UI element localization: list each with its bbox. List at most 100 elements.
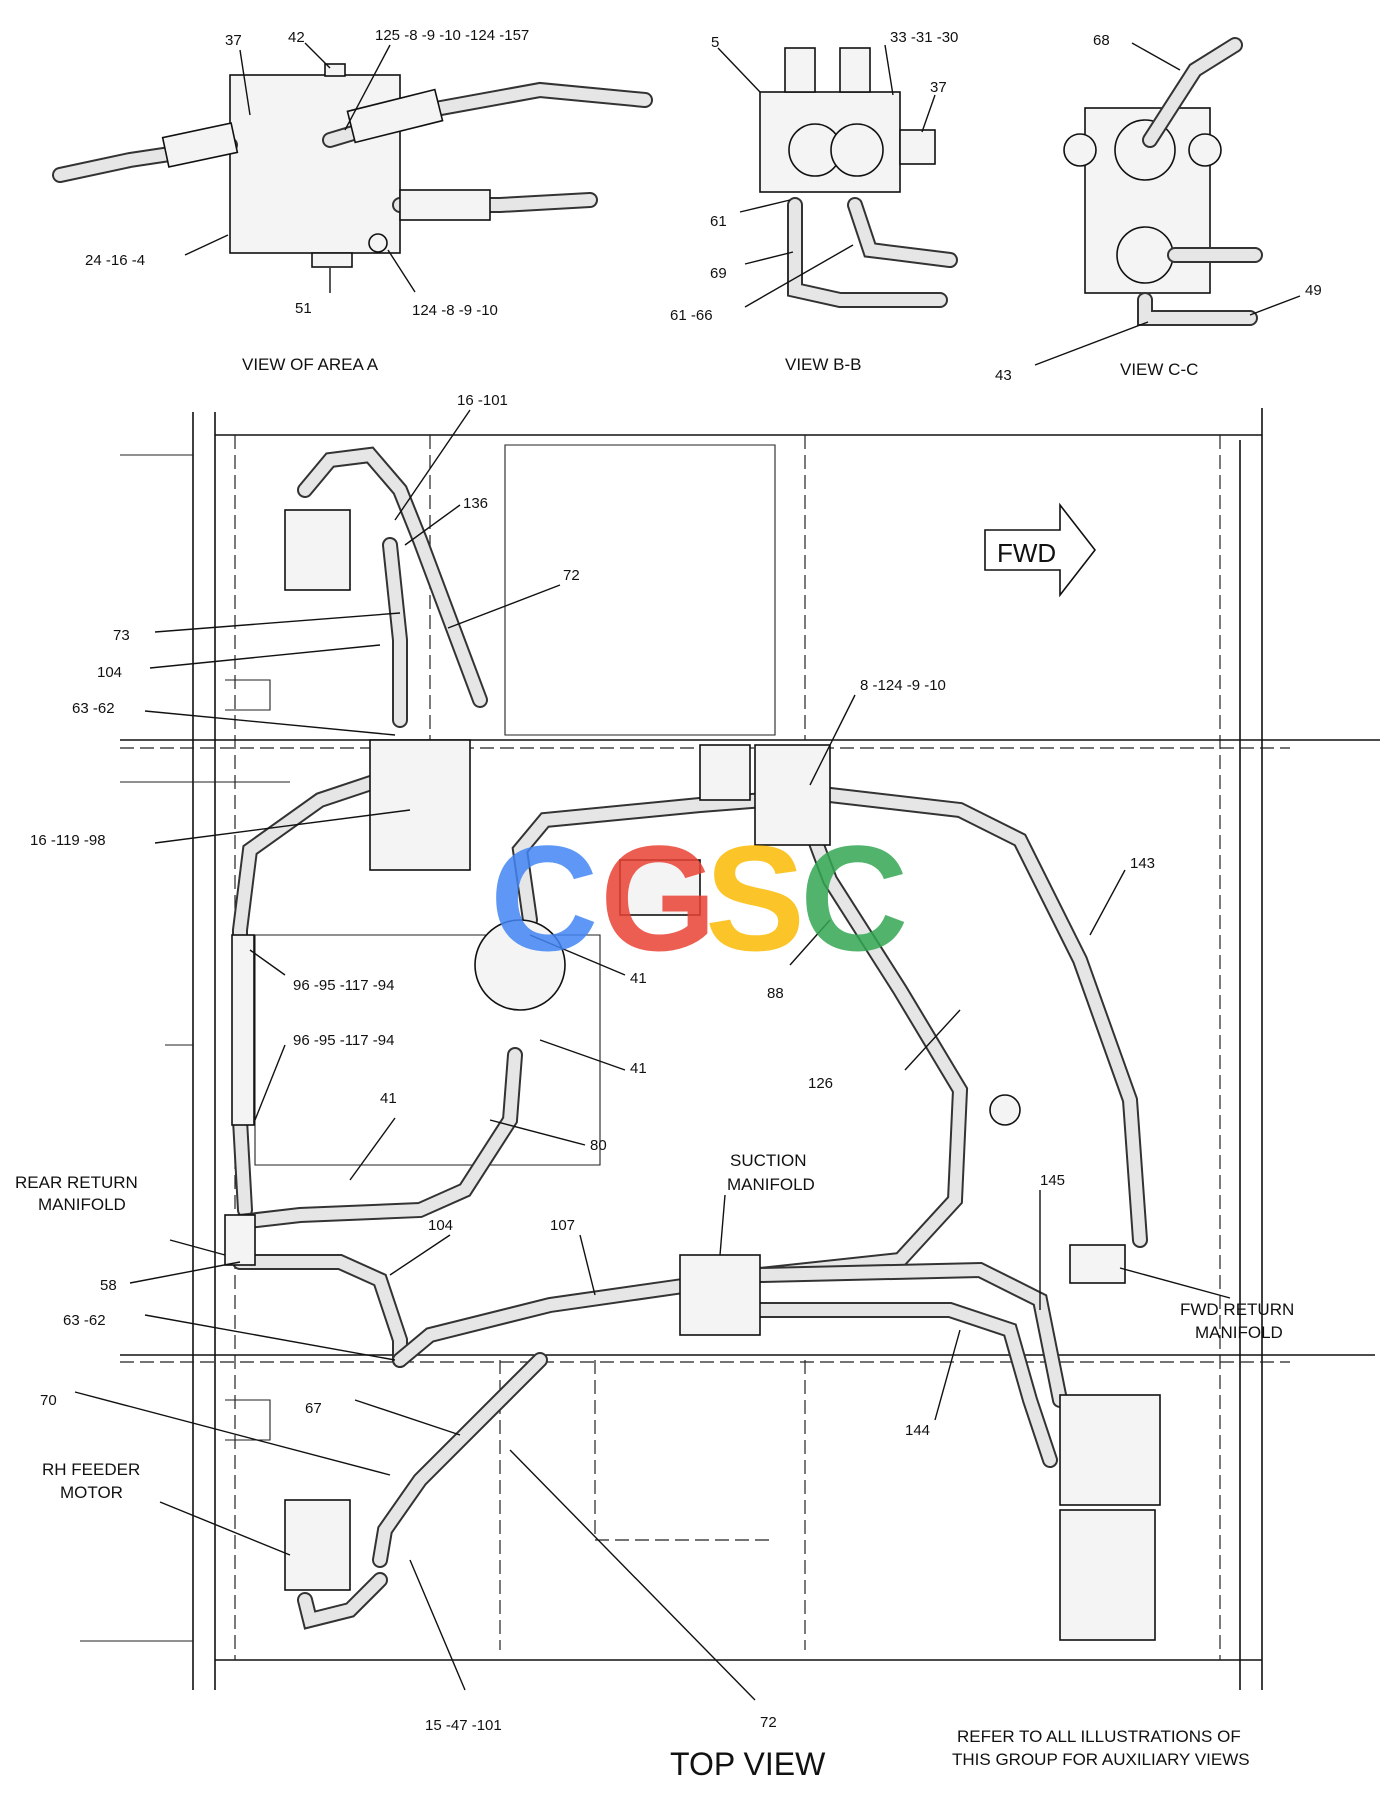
area-a-valve-block bbox=[229, 74, 401, 254]
callout-61-66: 61 -66 bbox=[670, 307, 713, 324]
callout-41-c: 41 bbox=[380, 1090, 397, 1107]
callout-107: 107 bbox=[550, 1217, 575, 1234]
area-a-bottom-port bbox=[311, 252, 353, 268]
callout-72-upper: 72 bbox=[563, 567, 580, 584]
callout-41-a: 41 bbox=[630, 970, 647, 987]
component-labels: SUCTION MANIFOLD REAR RETURN MANIFOLD FW… bbox=[15, 1151, 1294, 1502]
view-b-b-title: VIEW B-B bbox=[785, 355, 862, 374]
b-b-port-right bbox=[830, 123, 884, 177]
fwd-return-manifold-block bbox=[1069, 1244, 1126, 1284]
callout-61: 61 bbox=[710, 213, 727, 230]
c-c-right-boss bbox=[1188, 133, 1222, 167]
view-c-c-title: VIEW C-C bbox=[1120, 360, 1198, 379]
callout-145: 145 bbox=[1040, 1172, 1065, 1189]
fwd-return-label-1: FWD RETURN bbox=[1180, 1300, 1294, 1319]
view-c-c: 68 49 43 VIEW C-C bbox=[995, 32, 1322, 384]
top-view-callouts: 16 -101 136 72 73 104 63 -62 8 -124 -9 -… bbox=[30, 392, 1155, 1734]
rear-return-label-1: REAR RETURN bbox=[15, 1173, 138, 1192]
fwd-return-label-2: MANIFOLD bbox=[1195, 1323, 1283, 1342]
callout-16-101: 16 -101 bbox=[457, 392, 508, 409]
area-a-fitting-right bbox=[346, 88, 444, 144]
callout-104-lower: 104 bbox=[428, 1217, 453, 1234]
top-view-frame bbox=[80, 408, 1380, 1690]
callout-125: 125 -8 -9 -10 -124 -157 bbox=[375, 27, 529, 44]
area-a-fitting-left bbox=[161, 122, 239, 168]
callout-49: 49 bbox=[1305, 282, 1322, 299]
callout-63-62-upper: 63 -62 bbox=[72, 700, 115, 717]
callout-42: 42 bbox=[288, 29, 305, 46]
suction-manifold-block bbox=[679, 1254, 761, 1336]
callout-126: 126 bbox=[808, 1075, 833, 1092]
callout-96-a: 96 -95 -117 -94 bbox=[293, 977, 394, 994]
fwd-label: FWD bbox=[997, 538, 1056, 568]
upper-valve-block bbox=[369, 739, 471, 871]
view-area-a-title: VIEW OF AREA A bbox=[242, 355, 379, 374]
tank-gauge bbox=[474, 919, 566, 1011]
callout-67: 67 bbox=[305, 1400, 322, 1417]
callout-24: 24 -16 -4 bbox=[85, 252, 145, 269]
callout-104-upper: 104 bbox=[97, 664, 122, 681]
center-valve-block bbox=[754, 744, 831, 846]
callout-124: 124 -8 -9 -10 bbox=[412, 302, 498, 319]
callout-144: 144 bbox=[905, 1422, 930, 1439]
red-relief-block bbox=[619, 859, 701, 916]
callout-68: 68 bbox=[1093, 32, 1110, 49]
top-view-title: TOP VIEW bbox=[670, 1746, 826, 1782]
callout-15-47-101: 15 -47 -101 bbox=[425, 1717, 502, 1734]
callout-72-lower: 72 bbox=[760, 1714, 777, 1731]
callout-136: 136 bbox=[463, 495, 488, 512]
area-a-fitting-lower bbox=[399, 189, 491, 221]
callout-43: 43 bbox=[995, 367, 1012, 384]
callout-73: 73 bbox=[113, 627, 130, 644]
rear-return-label-2: MANIFOLD bbox=[38, 1195, 126, 1214]
view-area-a: 37 42 125 -8 -9 -10 -124 -157 24 -16 -4 … bbox=[52, 27, 653, 374]
watermark-letter-4: C bbox=[800, 814, 908, 982]
watermark-letter-2: G bbox=[600, 814, 717, 982]
callout-41-b: 41 bbox=[630, 1060, 647, 1077]
rear-return-manifold-block bbox=[224, 1214, 256, 1266]
watermark-logo: C G S C bbox=[490, 814, 908, 982]
top-view-parts bbox=[224, 509, 1161, 1641]
rh-feeder-label-1: RH FEEDER bbox=[42, 1460, 140, 1479]
callout-70: 70 bbox=[40, 1392, 57, 1409]
callout-37: 37 bbox=[225, 32, 242, 49]
b-b-solenoid-right bbox=[839, 47, 871, 93]
area-a-port-plug bbox=[368, 233, 388, 253]
pump-lower bbox=[1059, 1509, 1156, 1641]
view-b-b: 5 33 -31 -30 37 61 69 61 -66 VIEW B-B bbox=[670, 29, 958, 374]
b-b-side-cap bbox=[899, 129, 936, 165]
center-side-block bbox=[699, 744, 751, 801]
pump-upper bbox=[1059, 1394, 1161, 1506]
callout-5: 5 bbox=[711, 34, 719, 51]
area-a-top-port bbox=[324, 63, 346, 77]
callout-96-b: 96 -95 -117 -94 bbox=[293, 1032, 394, 1049]
callout-69: 69 bbox=[710, 265, 727, 282]
callout-63-62-lower: 63 -62 bbox=[63, 1312, 106, 1329]
callout-58: 58 bbox=[100, 1277, 117, 1294]
callout-8-124: 8 -124 -9 -10 bbox=[860, 677, 946, 694]
callout-33: 33 -31 -30 bbox=[890, 29, 958, 46]
callout-16-119: 16 -119 -98 bbox=[30, 832, 106, 849]
rh-feeder-motor bbox=[284, 1499, 351, 1591]
c-c-lower-port bbox=[1116, 226, 1174, 284]
note-line-2: THIS GROUP FOR AUXILIARY VIEWS bbox=[952, 1750, 1250, 1769]
top-view-hoses bbox=[232, 446, 1148, 1630]
callout-88: 88 bbox=[767, 985, 784, 1002]
watermark-letter-3: S bbox=[705, 814, 805, 982]
hose-clamp bbox=[989, 1094, 1021, 1126]
rh-feeder-label-2: MOTOR bbox=[60, 1483, 123, 1502]
suction-manifold-label-2: MANIFOLD bbox=[727, 1175, 815, 1194]
note-line-1: REFER TO ALL ILLUSTRATIONS OF bbox=[957, 1727, 1241, 1746]
b-b-solenoid-left bbox=[784, 47, 816, 93]
callout-80: 80 bbox=[590, 1137, 607, 1154]
filter-strip bbox=[231, 934, 255, 1126]
watermark-letter-1: C bbox=[490, 814, 598, 982]
c-c-left-boss bbox=[1063, 133, 1097, 167]
upper-feeder-motor bbox=[284, 509, 351, 591]
top-view-leaders bbox=[74, 409, 1231, 1701]
fwd-arrow: FWD bbox=[984, 502, 1097, 598]
callout-37b: 37 bbox=[930, 79, 947, 96]
callout-51: 51 bbox=[295, 300, 312, 317]
callout-143: 143 bbox=[1130, 855, 1155, 872]
